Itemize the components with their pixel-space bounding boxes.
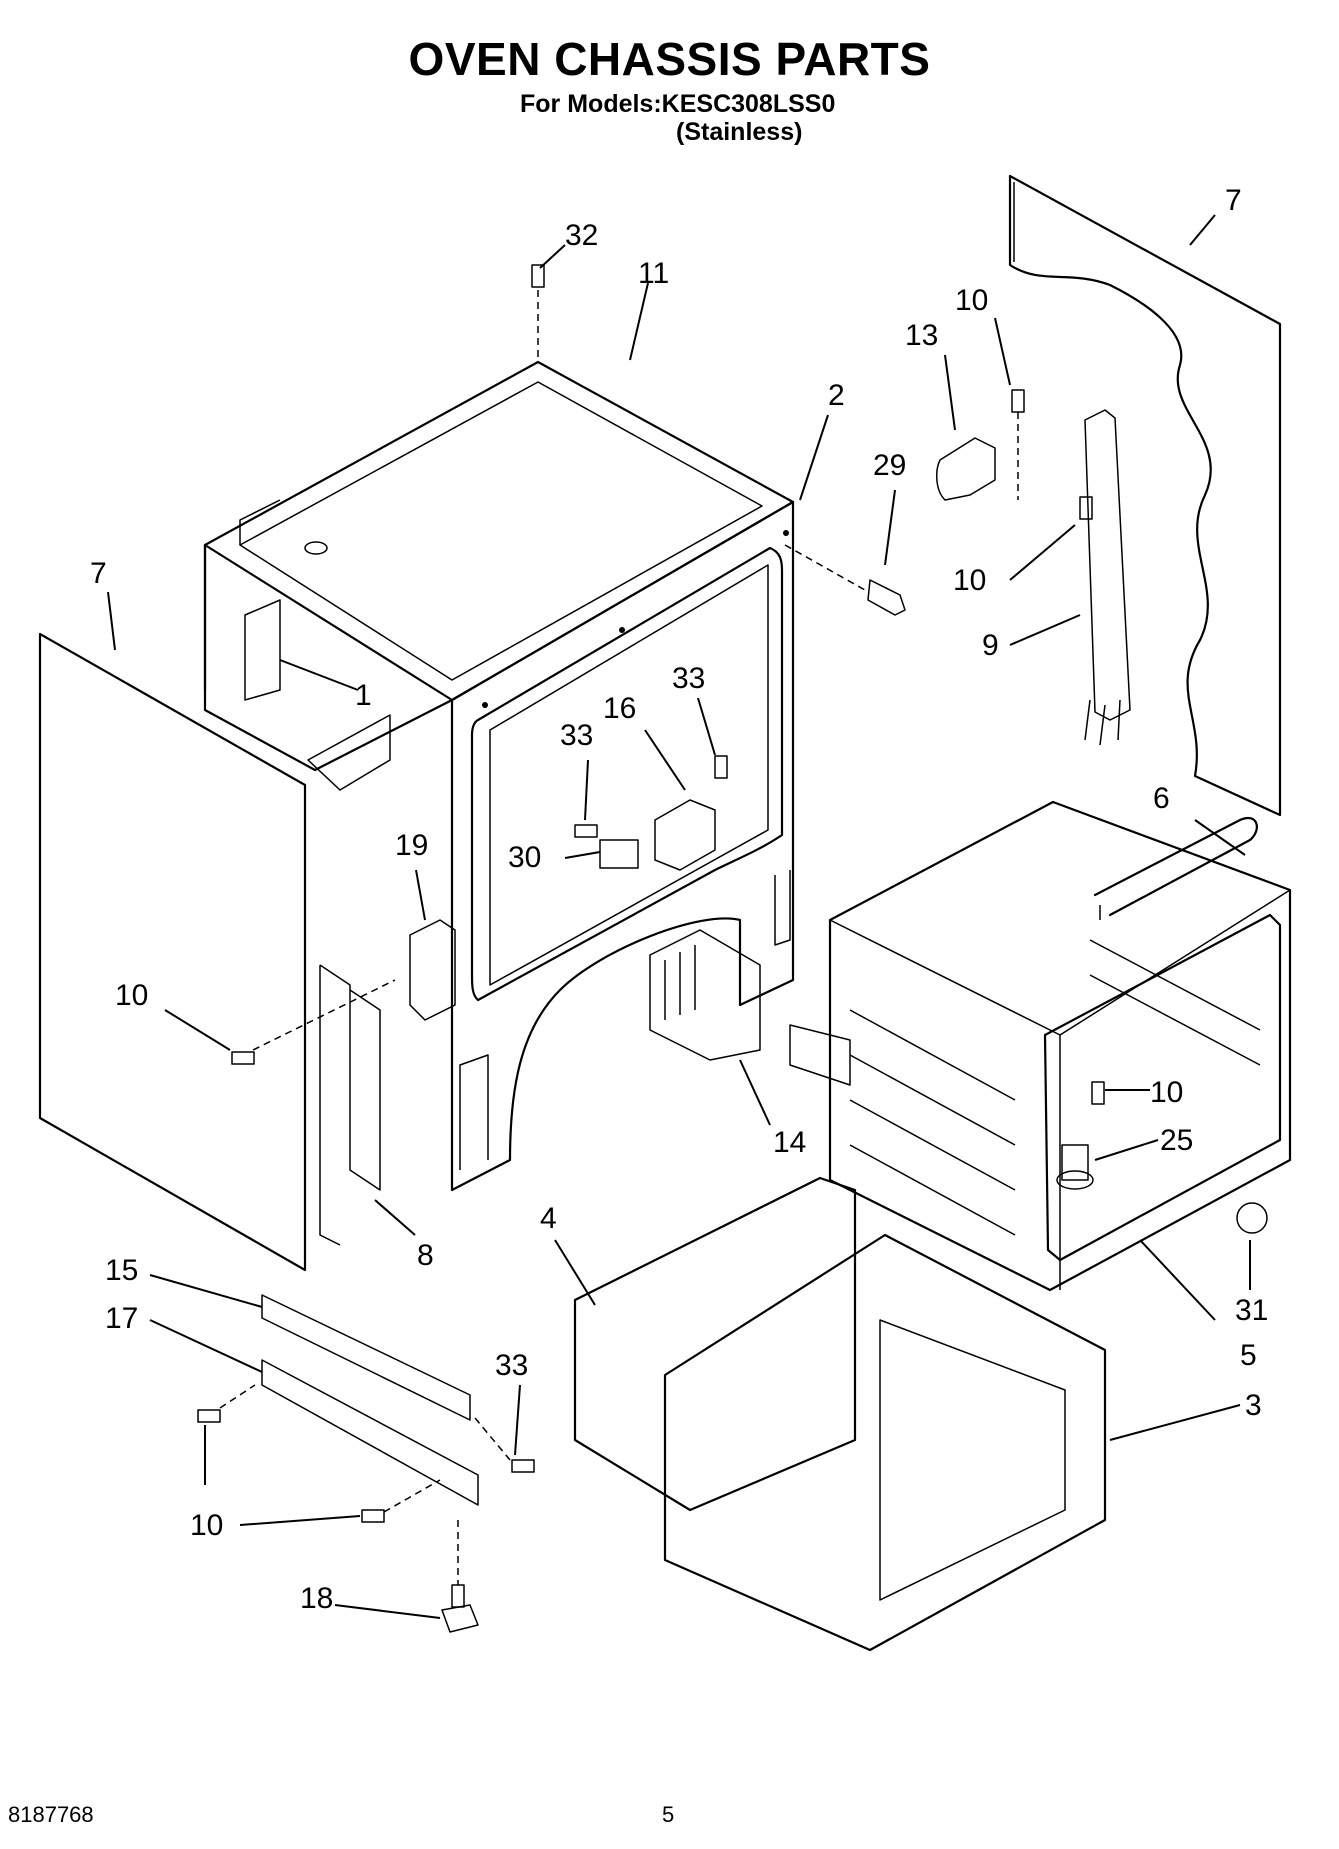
callout-3: 3 — [1245, 1389, 1262, 1422]
document-number: 8187768 — [8, 1802, 94, 1827]
bracket-14 — [649, 929, 761, 1061]
callout-32: 32 — [565, 219, 598, 252]
callout-4: 4 — [540, 1202, 557, 1235]
page-number: 5 — [662, 1802, 675, 1827]
screw-icons — [197, 264, 1268, 1523]
finish-label: (Stainless) — [676, 118, 803, 146]
oven-cavity — [789, 800, 1292, 1292]
leader-arrows — [107, 214, 1251, 1619]
callout-30: 30 — [508, 841, 541, 874]
thermostat-16 — [654, 799, 716, 871]
callout-2: 2 — [828, 379, 845, 412]
insulation-3 — [663, 1233, 1107, 1652]
sensor-29 — [867, 579, 906, 616]
bracket-13 — [935, 437, 996, 501]
side-panel-left — [38, 632, 307, 1272]
chassis-cabinet — [203, 360, 795, 1192]
callout-7-side-panel: 7 — [90, 557, 107, 590]
callout-10-rail: 10 — [953, 564, 986, 597]
callout-33-bracket: 33 — [495, 1349, 528, 1382]
callout-8: 8 — [417, 1239, 434, 1272]
callout-33-switch: 33 — [560, 719, 593, 752]
callout-31: 31 — [1235, 1294, 1268, 1327]
oven-rack-guides — [849, 939, 1261, 1236]
callout-18: 18 — [300, 1582, 333, 1615]
callout-33-thermostat: 33 — [672, 662, 705, 695]
callout-10-bracket: 10 — [190, 1509, 223, 1542]
alignment-lines — [219, 290, 1019, 1585]
switch-30 — [599, 839, 639, 869]
callout-9: 9 — [982, 629, 999, 662]
bracket-15 — [261, 1294, 471, 1421]
callout-11: 11 — [638, 257, 669, 290]
callout-10-cavity: 10 — [1150, 1076, 1183, 1109]
callout-29: 29 — [873, 449, 906, 482]
callout-5: 5 — [1240, 1339, 1257, 1372]
bake-element — [1093, 817, 1258, 920]
callout-13: 13 — [905, 319, 938, 352]
callout-6: 6 — [1153, 782, 1170, 815]
bracket-8 — [319, 964, 381, 1246]
callout-25: 25 — [1160, 1124, 1193, 1157]
callout-15: 15 — [105, 1254, 138, 1287]
callout-10-top: 10 — [955, 284, 988, 317]
callout-10-side: 10 — [115, 979, 148, 1012]
leveling-leg-18 — [441, 1584, 479, 1633]
rail-9 — [1084, 409, 1131, 746]
callout-labels: 32 11 2 7 10 13 29 10 9 7 1 33 16 33 30 … — [90, 184, 1268, 1615]
bracket-17 — [261, 1359, 479, 1506]
callout-1: 1 — [355, 679, 372, 712]
insulation-4 — [573, 1176, 857, 1512]
model-number: For Models:KESC308LSS0 — [520, 90, 836, 118]
callout-19: 19 — [395, 829, 428, 862]
back-panel — [1008, 174, 1282, 817]
callout-7-back-panel: 7 — [1225, 184, 1242, 217]
callout-16: 16 — [603, 692, 636, 725]
callout-14: 14 — [773, 1126, 806, 1159]
callout-17: 17 — [105, 1302, 138, 1335]
bracket-19 — [409, 919, 456, 1021]
page-title: OVEN CHASSIS PARTS — [408, 33, 931, 85]
